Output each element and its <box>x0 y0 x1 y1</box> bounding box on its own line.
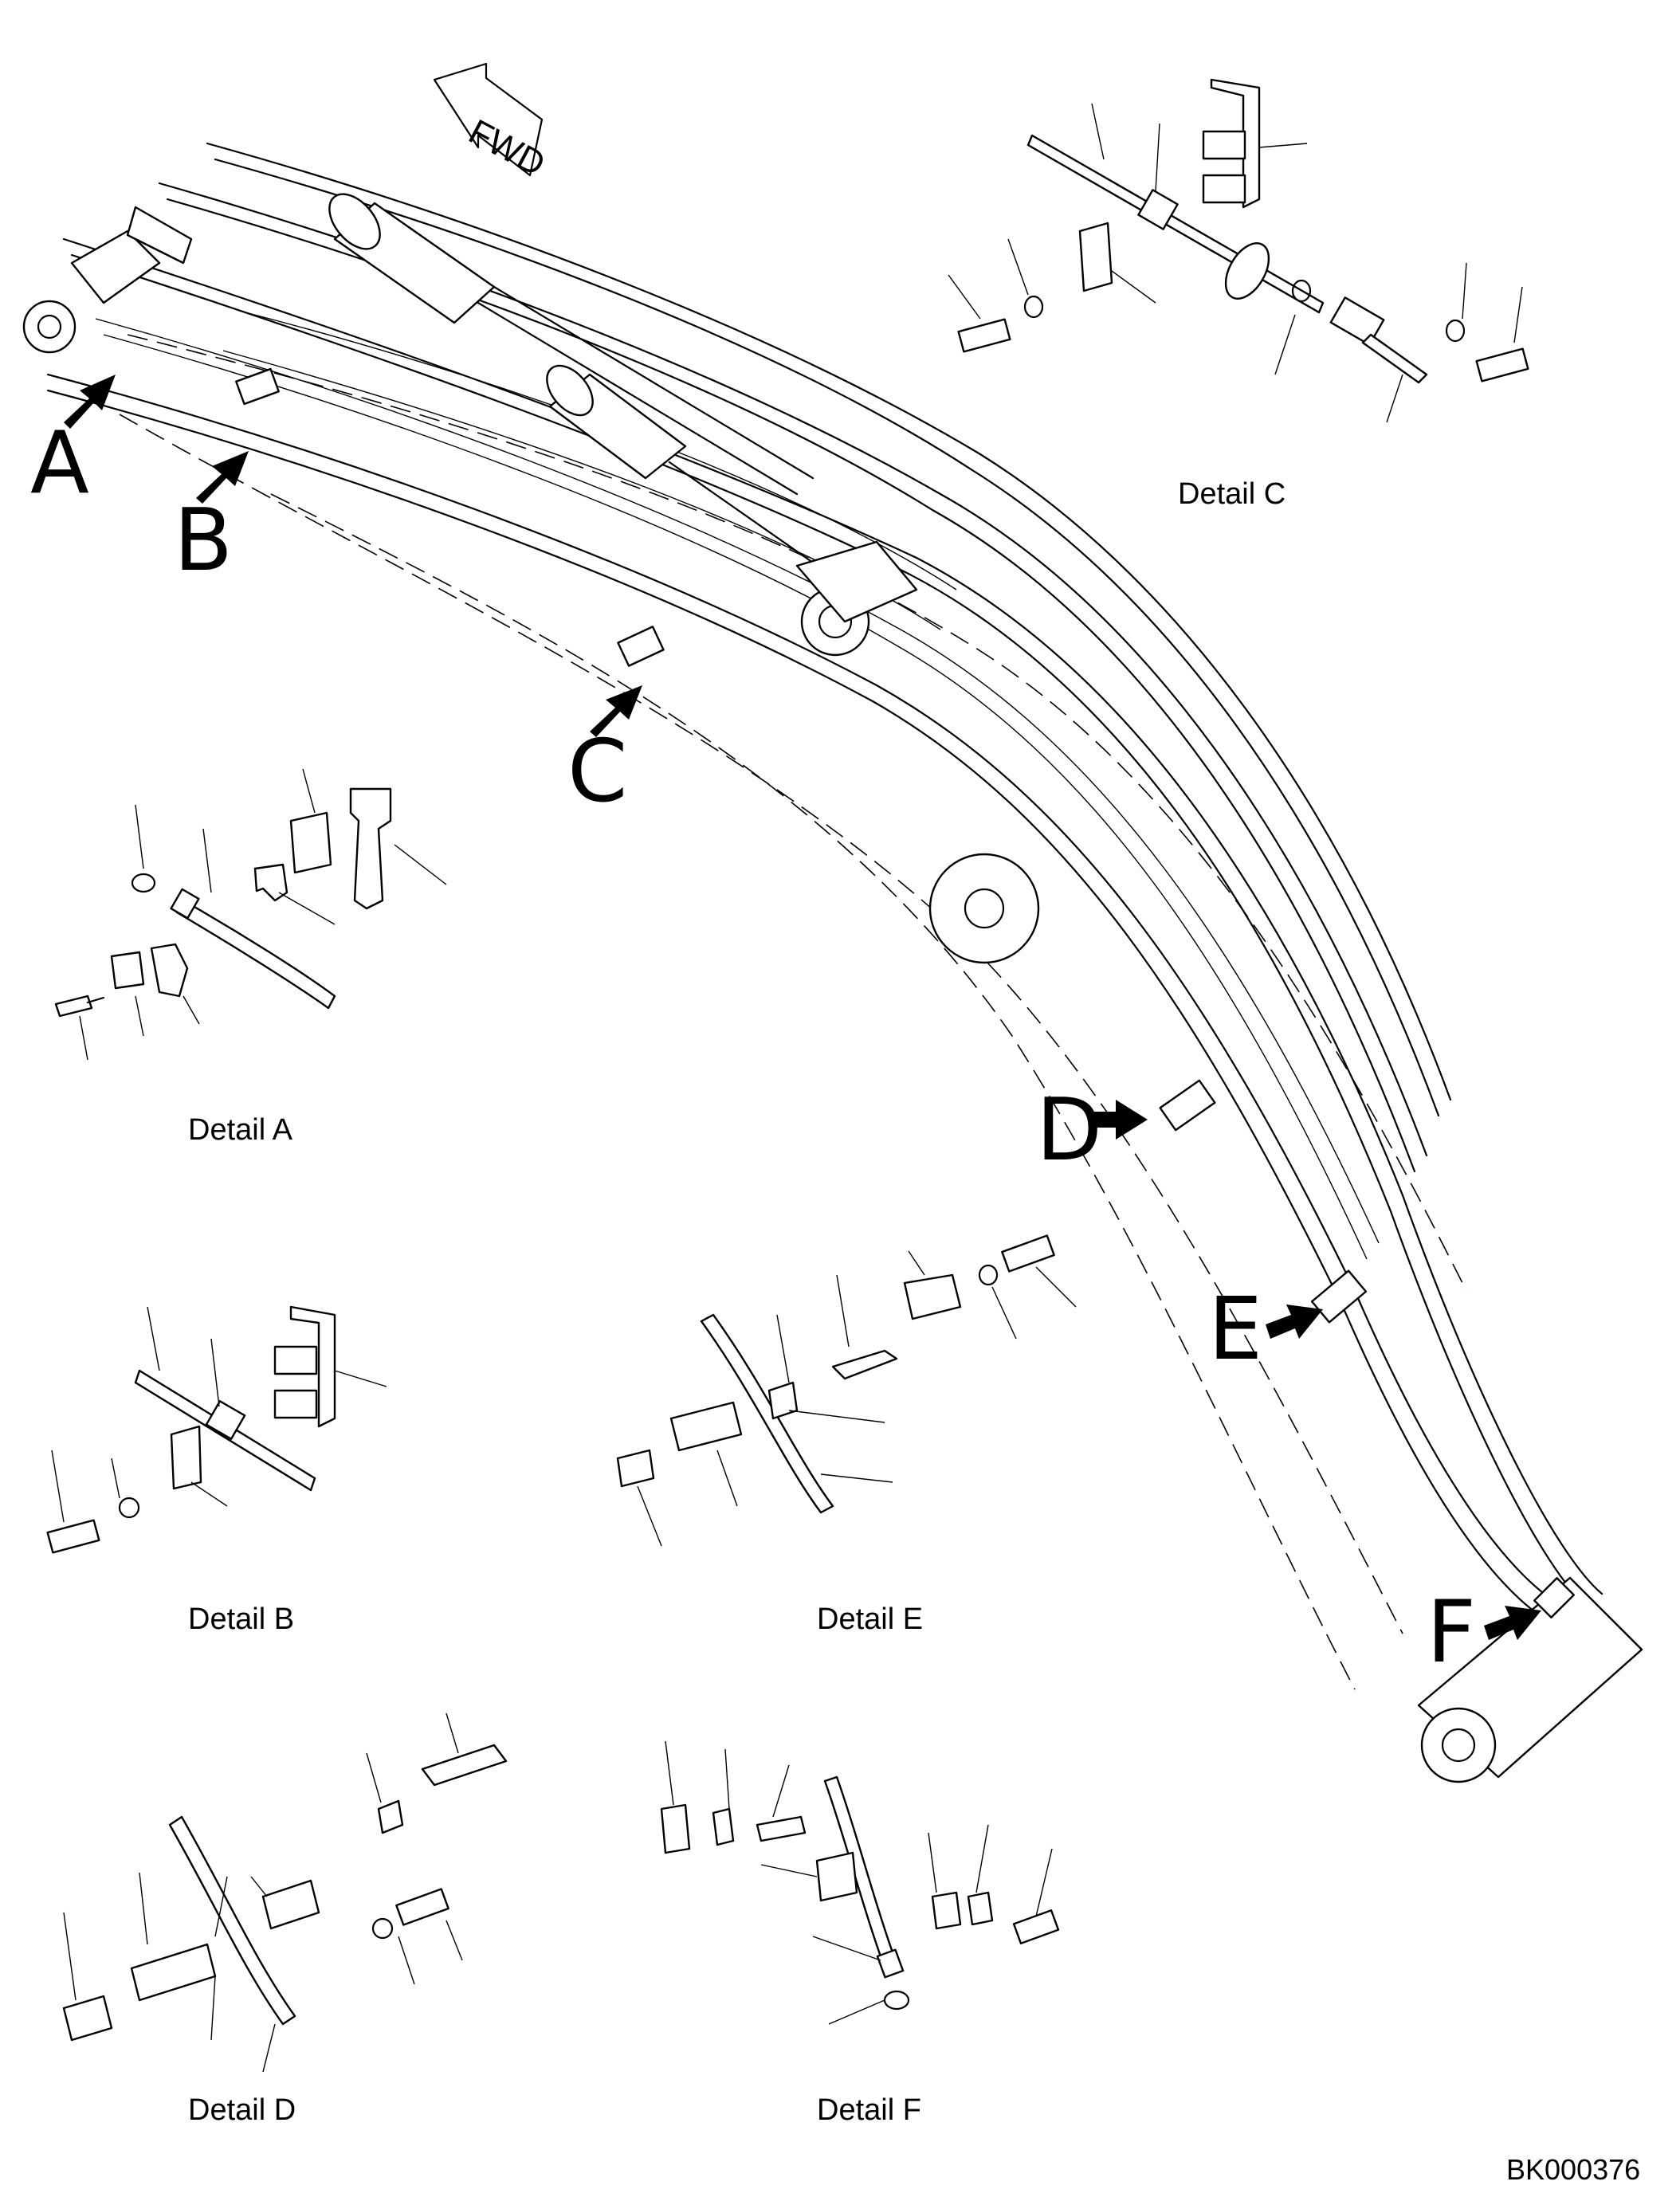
callout-b-letter: B <box>174 491 233 590</box>
callout-a: A <box>30 375 116 513</box>
callout-f: F <box>1427 1583 1541 1682</box>
detail-c-label: Detail C <box>1178 477 1286 511</box>
detail-f-label: Detail F <box>817 2093 921 2127</box>
callout-c: C <box>567 685 642 822</box>
detail-f-illustration <box>660 1740 1060 2025</box>
detail-d-label: Detail D <box>188 2093 296 2127</box>
callout-c-arrow <box>590 685 642 737</box>
boom-foot-pin <box>22 206 193 354</box>
callout-d: D <box>1036 1081 1148 1180</box>
detail-a-label: Detail A <box>188 1113 293 1147</box>
callout-d-arrow <box>1093 1100 1148 1140</box>
boom-cylinder-upper <box>328 193 814 496</box>
boom-arm-pivot <box>795 540 918 657</box>
detail-b-label: Detail B <box>188 1603 294 1636</box>
callout-e-arrow <box>1266 1304 1323 1339</box>
detail-b-illustration <box>46 1305 387 1554</box>
callout-b-arrow <box>196 451 249 504</box>
callout-f-letter: F <box>1427 1583 1476 1682</box>
callout-f-arrow <box>1484 1606 1541 1640</box>
fwd-label: FWD <box>462 112 551 184</box>
fwd-direction-marker: FWD <box>433 62 551 184</box>
callout-e-letter: E <box>1208 1280 1262 1379</box>
callout-b: B <box>174 451 249 590</box>
hose-clamps <box>235 367 1575 1618</box>
boom-cylinder-lower <box>546 364 830 575</box>
arm-side-disc <box>928 853 1040 964</box>
detail-e-label: Detail E <box>817 1603 923 1636</box>
boom-arm-assembly <box>22 142 1643 1783</box>
callout-d-letter: D <box>1036 1081 1102 1180</box>
detail-a-illustration <box>54 768 447 1061</box>
drawing-number: BK000376 <box>1506 2153 1640 2186</box>
detail-c-illustration <box>948 78 1529 423</box>
detail-e-illustration <box>616 1234 1077 1547</box>
callout-e: E <box>1208 1280 1323 1379</box>
callout-a-letter: A <box>30 414 89 513</box>
callout-c-letter: C <box>567 722 627 822</box>
detail-d-illustration <box>62 1712 508 2073</box>
callout-a-arrow <box>64 375 116 429</box>
